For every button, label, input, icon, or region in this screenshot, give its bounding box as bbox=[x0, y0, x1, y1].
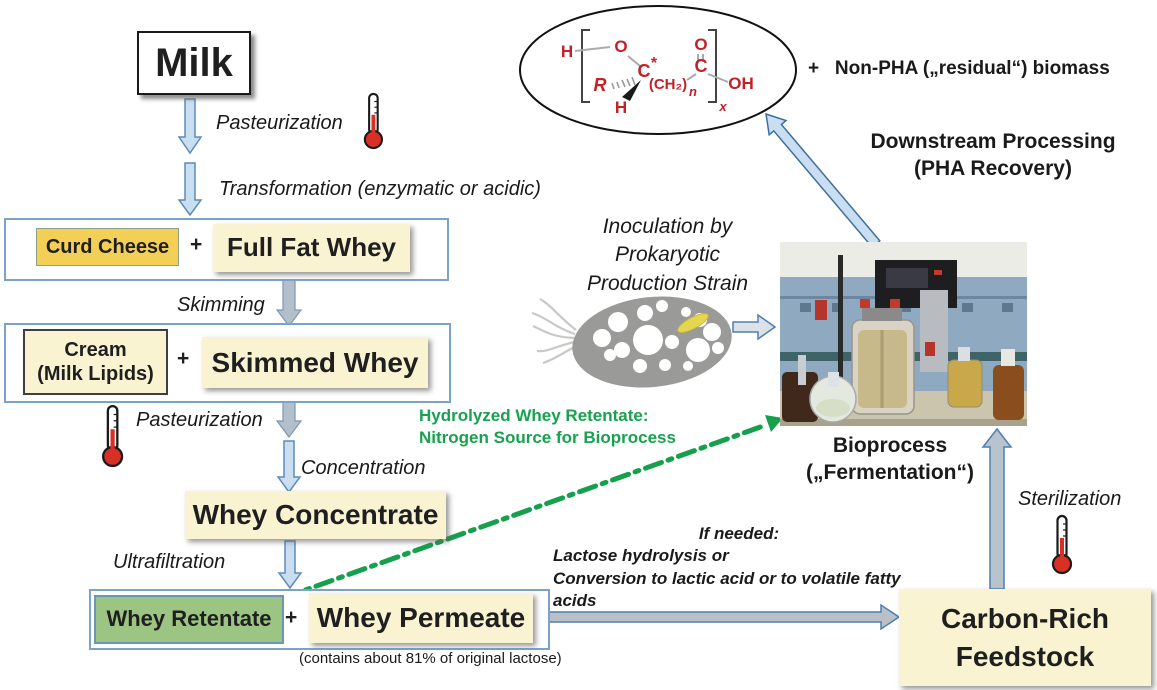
pha-structure-ellipse: H O C * R (CH₂) n C O OH x H bbox=[519, 5, 797, 135]
if-needed-line2: Conversion to lactic acid or to volatile… bbox=[553, 568, 901, 611]
skimmed-whey-box: Skimmed Whey bbox=[202, 337, 428, 388]
chem-atoms: H O C * R (CH₂) n C O OH x H bbox=[561, 35, 754, 117]
milk-label: Milk bbox=[155, 41, 233, 85]
chem-asterisk: * bbox=[651, 55, 658, 72]
arrow-concentration bbox=[276, 440, 302, 494]
arrow-milk-pasteurization bbox=[177, 98, 203, 155]
pasteurization2-label: Pasteurization bbox=[136, 409, 263, 431]
downstream-processing-label: Downstream Processing (PHA Recovery) bbox=[858, 128, 1128, 183]
pasteurization1-label: Pasteurization bbox=[216, 112, 343, 134]
pha-granules bbox=[593, 300, 724, 373]
whey-permeate-label: Whey Permeate bbox=[316, 602, 526, 634]
flagella bbox=[531, 298, 577, 365]
inoculation-line3: Production Strain bbox=[586, 271, 749, 295]
chem-bonds bbox=[574, 46, 729, 83]
plus-sign-3: + bbox=[285, 606, 298, 629]
inoculation-line2: Prokaryotic bbox=[614, 243, 721, 267]
chem-x-sub: x bbox=[718, 99, 727, 114]
arrow-bioprocess-to-pha bbox=[765, 112, 881, 249]
chem-ch2: (CH₂) bbox=[649, 76, 687, 93]
milk-box: Milk bbox=[137, 31, 251, 95]
sterilization-label: Sterilization bbox=[1018, 488, 1122, 510]
transformation-label: Transformation (enzymatic or acidic) bbox=[219, 178, 541, 200]
ultrafiltration-label: Ultrafiltration bbox=[113, 551, 226, 573]
lactose-note: (contains about 81% of original lactose) bbox=[299, 650, 562, 667]
inoculation-label: Inoculation by Prokaryotic Production St… bbox=[555, 213, 780, 298]
bioprocess-label: Bioprocess („Fermentation“) bbox=[780, 432, 1000, 487]
carbon-rich-label-line1: Carbon-Rich bbox=[941, 602, 1109, 634]
whey-concentrate-label: Whey Concentrate bbox=[192, 499, 439, 531]
chem-h-bottom: H bbox=[615, 98, 627, 117]
downstream-line1: Downstream Processing bbox=[870, 130, 1116, 153]
full-fat-whey-label: Full Fat Whey bbox=[227, 232, 396, 263]
chem-c-center: C bbox=[638, 61, 651, 81]
skimmed-whey-label: Skimmed Whey bbox=[211, 346, 419, 378]
downstream-line2: (PHA Recovery) bbox=[914, 157, 1072, 181]
cream-box: Cream (Milk Lipids) bbox=[23, 329, 168, 395]
thermometer-icon-sterilization bbox=[1051, 514, 1073, 575]
non-pha-biomass-label: + Non-PHA („residual“) biomass bbox=[808, 58, 1110, 79]
arrow-permeate-to-feedstock bbox=[547, 603, 901, 631]
skimming-label: Skimming bbox=[177, 294, 265, 316]
whey-retentate-label: Whey Retentate bbox=[106, 606, 272, 632]
whey-permeate-box: Whey Permeate bbox=[309, 593, 533, 643]
chem-r-group: R bbox=[594, 75, 607, 95]
if-needed-note: If needed: Lactose hydrolysis or Convers… bbox=[553, 523, 925, 613]
chem-oh: OH bbox=[728, 74, 754, 93]
bioprocess-line1: Bioprocess bbox=[832, 434, 948, 457]
inoculation-line1: Inoculation by bbox=[602, 215, 733, 238]
arrow-retentate-to-bioprocess bbox=[280, 415, 783, 601]
arrow-transformation bbox=[177, 162, 203, 217]
whey-retentate-box: Whey Retentate bbox=[94, 595, 284, 644]
yellow-inclusion bbox=[677, 313, 709, 333]
whey-concentrate-box: Whey Concentrate bbox=[185, 491, 446, 539]
hydrolyzed-note-line1: Hydrolyzed Whey Retentate: bbox=[419, 406, 649, 425]
arrow-ultrafiltration bbox=[277, 540, 303, 590]
if-needed-title: If needed: bbox=[698, 524, 780, 543]
cream-label-line2: (Milk Lipids) bbox=[37, 363, 154, 385]
hashed-wedge bbox=[611, 76, 636, 90]
thermometer-icon-pasteurization1 bbox=[363, 92, 383, 150]
arrow-skimming bbox=[275, 276, 303, 327]
chem-o-top: O bbox=[614, 37, 627, 56]
plus-sign-1: + bbox=[190, 233, 203, 256]
chem-h-top: H bbox=[561, 42, 573, 61]
carbon-rich-feedstock-box: Carbon-Rich Feedstock bbox=[899, 589, 1151, 686]
arrow-inoculation bbox=[732, 313, 777, 341]
curd-cheese-box: Curd Cheese bbox=[36, 228, 179, 266]
chem-c-right: C bbox=[695, 56, 708, 76]
bacterium-icon bbox=[531, 296, 732, 388]
thermometer-icon-pasteurization2 bbox=[101, 404, 124, 468]
bioprocess-line2: („Fermentation“) bbox=[806, 461, 974, 485]
bioreactor-photo bbox=[780, 242, 1027, 426]
left-bracket bbox=[581, 29, 590, 103]
full-fat-whey-box: Full Fat Whey bbox=[213, 224, 410, 272]
hydrolyzed-note-line2: Nitrogen Source for Bioprocess bbox=[419, 428, 676, 448]
plus-sign-2: + bbox=[177, 347, 190, 370]
cream-label-line1: Cream bbox=[64, 339, 127, 361]
concentration-label: Concentration bbox=[301, 457, 426, 479]
solid-wedge bbox=[622, 80, 641, 101]
arrow-feedstock-to-bioprocess bbox=[981, 427, 1013, 590]
chem-n-sub: n bbox=[689, 84, 697, 99]
curd-cheese-label: Curd Cheese bbox=[45, 236, 170, 258]
if-needed-line1: Lactose hydrolysis or bbox=[553, 546, 729, 566]
right-bracket bbox=[708, 29, 717, 103]
chem-o-right: O bbox=[694, 35, 707, 54]
carbon-rich-label-line2: Feedstock bbox=[955, 640, 1095, 672]
hydrolyzed-retentate-note: Hydrolyzed Whey Retentate: Nitrogen Sour… bbox=[419, 405, 676, 449]
